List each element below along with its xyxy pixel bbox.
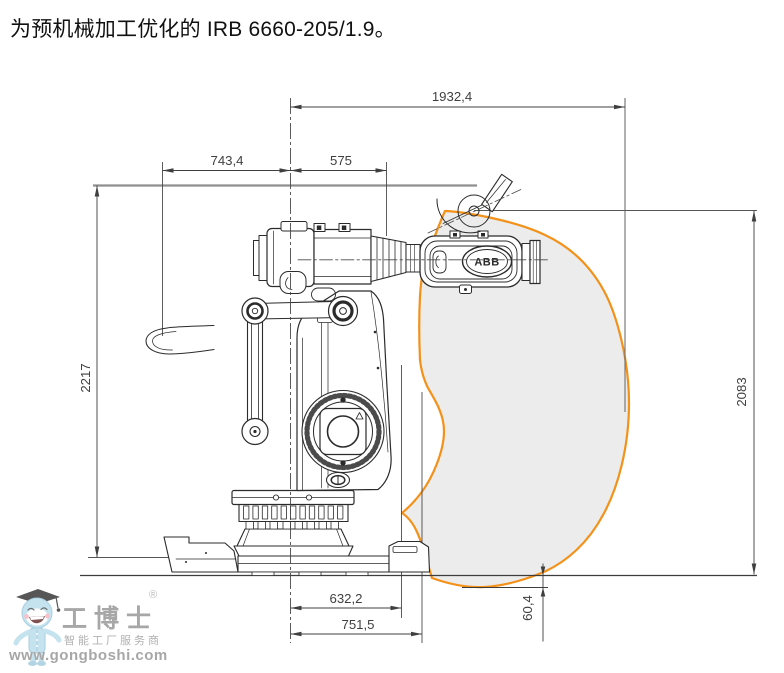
page-title: 为预机械加工优化的 IRB 6660-205/1.9。 [10,18,396,41]
dimension-total-width: 1932,4 [290,89,625,110]
tool-flange [521,242,531,282]
rear-cable-hook [145,325,215,355]
base-left-foot [163,536,239,573]
base-drum [236,528,350,547]
abb-logo-text: ABB [474,257,499,269]
dimension-label: 60,4 [520,595,535,621]
parallel-linkage [241,295,359,446]
dimension-front-reach-lower: 751,5 [290,617,422,637]
arm-tube [313,228,372,285]
dimension-label: 2217 [78,363,93,392]
axis2-gearbox [301,389,385,489]
dimension-label: 1932,4 [432,89,472,104]
joint-upper [241,297,269,325]
dimension-rear-reach: 743,4 [162,153,291,173]
dimension-label: 575 [330,153,352,168]
dimension-front-reach-upper: 632,2 [290,591,402,611]
upper-arm [253,221,421,294]
ghost-wrist-up [427,173,524,234]
dimension-below-base-depth: 60,4 [520,563,546,642]
dimension-label: 632,2 [329,591,362,606]
base-right-foot [388,540,431,573]
base-bottom-plate [237,555,390,573]
wrist-assembly: ABB [297,230,550,294]
arm-slot [311,287,336,302]
watermark-website: www.gongboshi.com [9,647,168,664]
dimension-total-height: 2217 [78,185,100,558]
base-skirt [233,545,354,557]
dimension-label: 751,5 [341,617,374,632]
base-tab-row [245,521,339,530]
mascot-icon [13,589,62,666]
base-teeth [243,505,344,520]
watermark: 工博士 ® 智能工厂服务商 www.gongboshi.com [6,585,196,669]
watermark-brand: 工博士 [62,606,159,633]
dimension-front-offset: 575 [290,153,387,173]
robot-base [163,489,431,576]
extension-lines [88,98,757,643]
ghost-wrist-centerline [427,188,524,234]
watermark-tagline: 智能工厂服务商 [64,635,162,647]
robot-drawing: ABB [145,173,550,576]
dimension-label: 2083 [734,377,749,406]
dimension-envelope-height: 2083 [734,210,757,575]
abb-logo-oval [461,245,513,278]
dimension-label: 743,4 [210,153,243,168]
registered-mark: ® [149,589,158,601]
